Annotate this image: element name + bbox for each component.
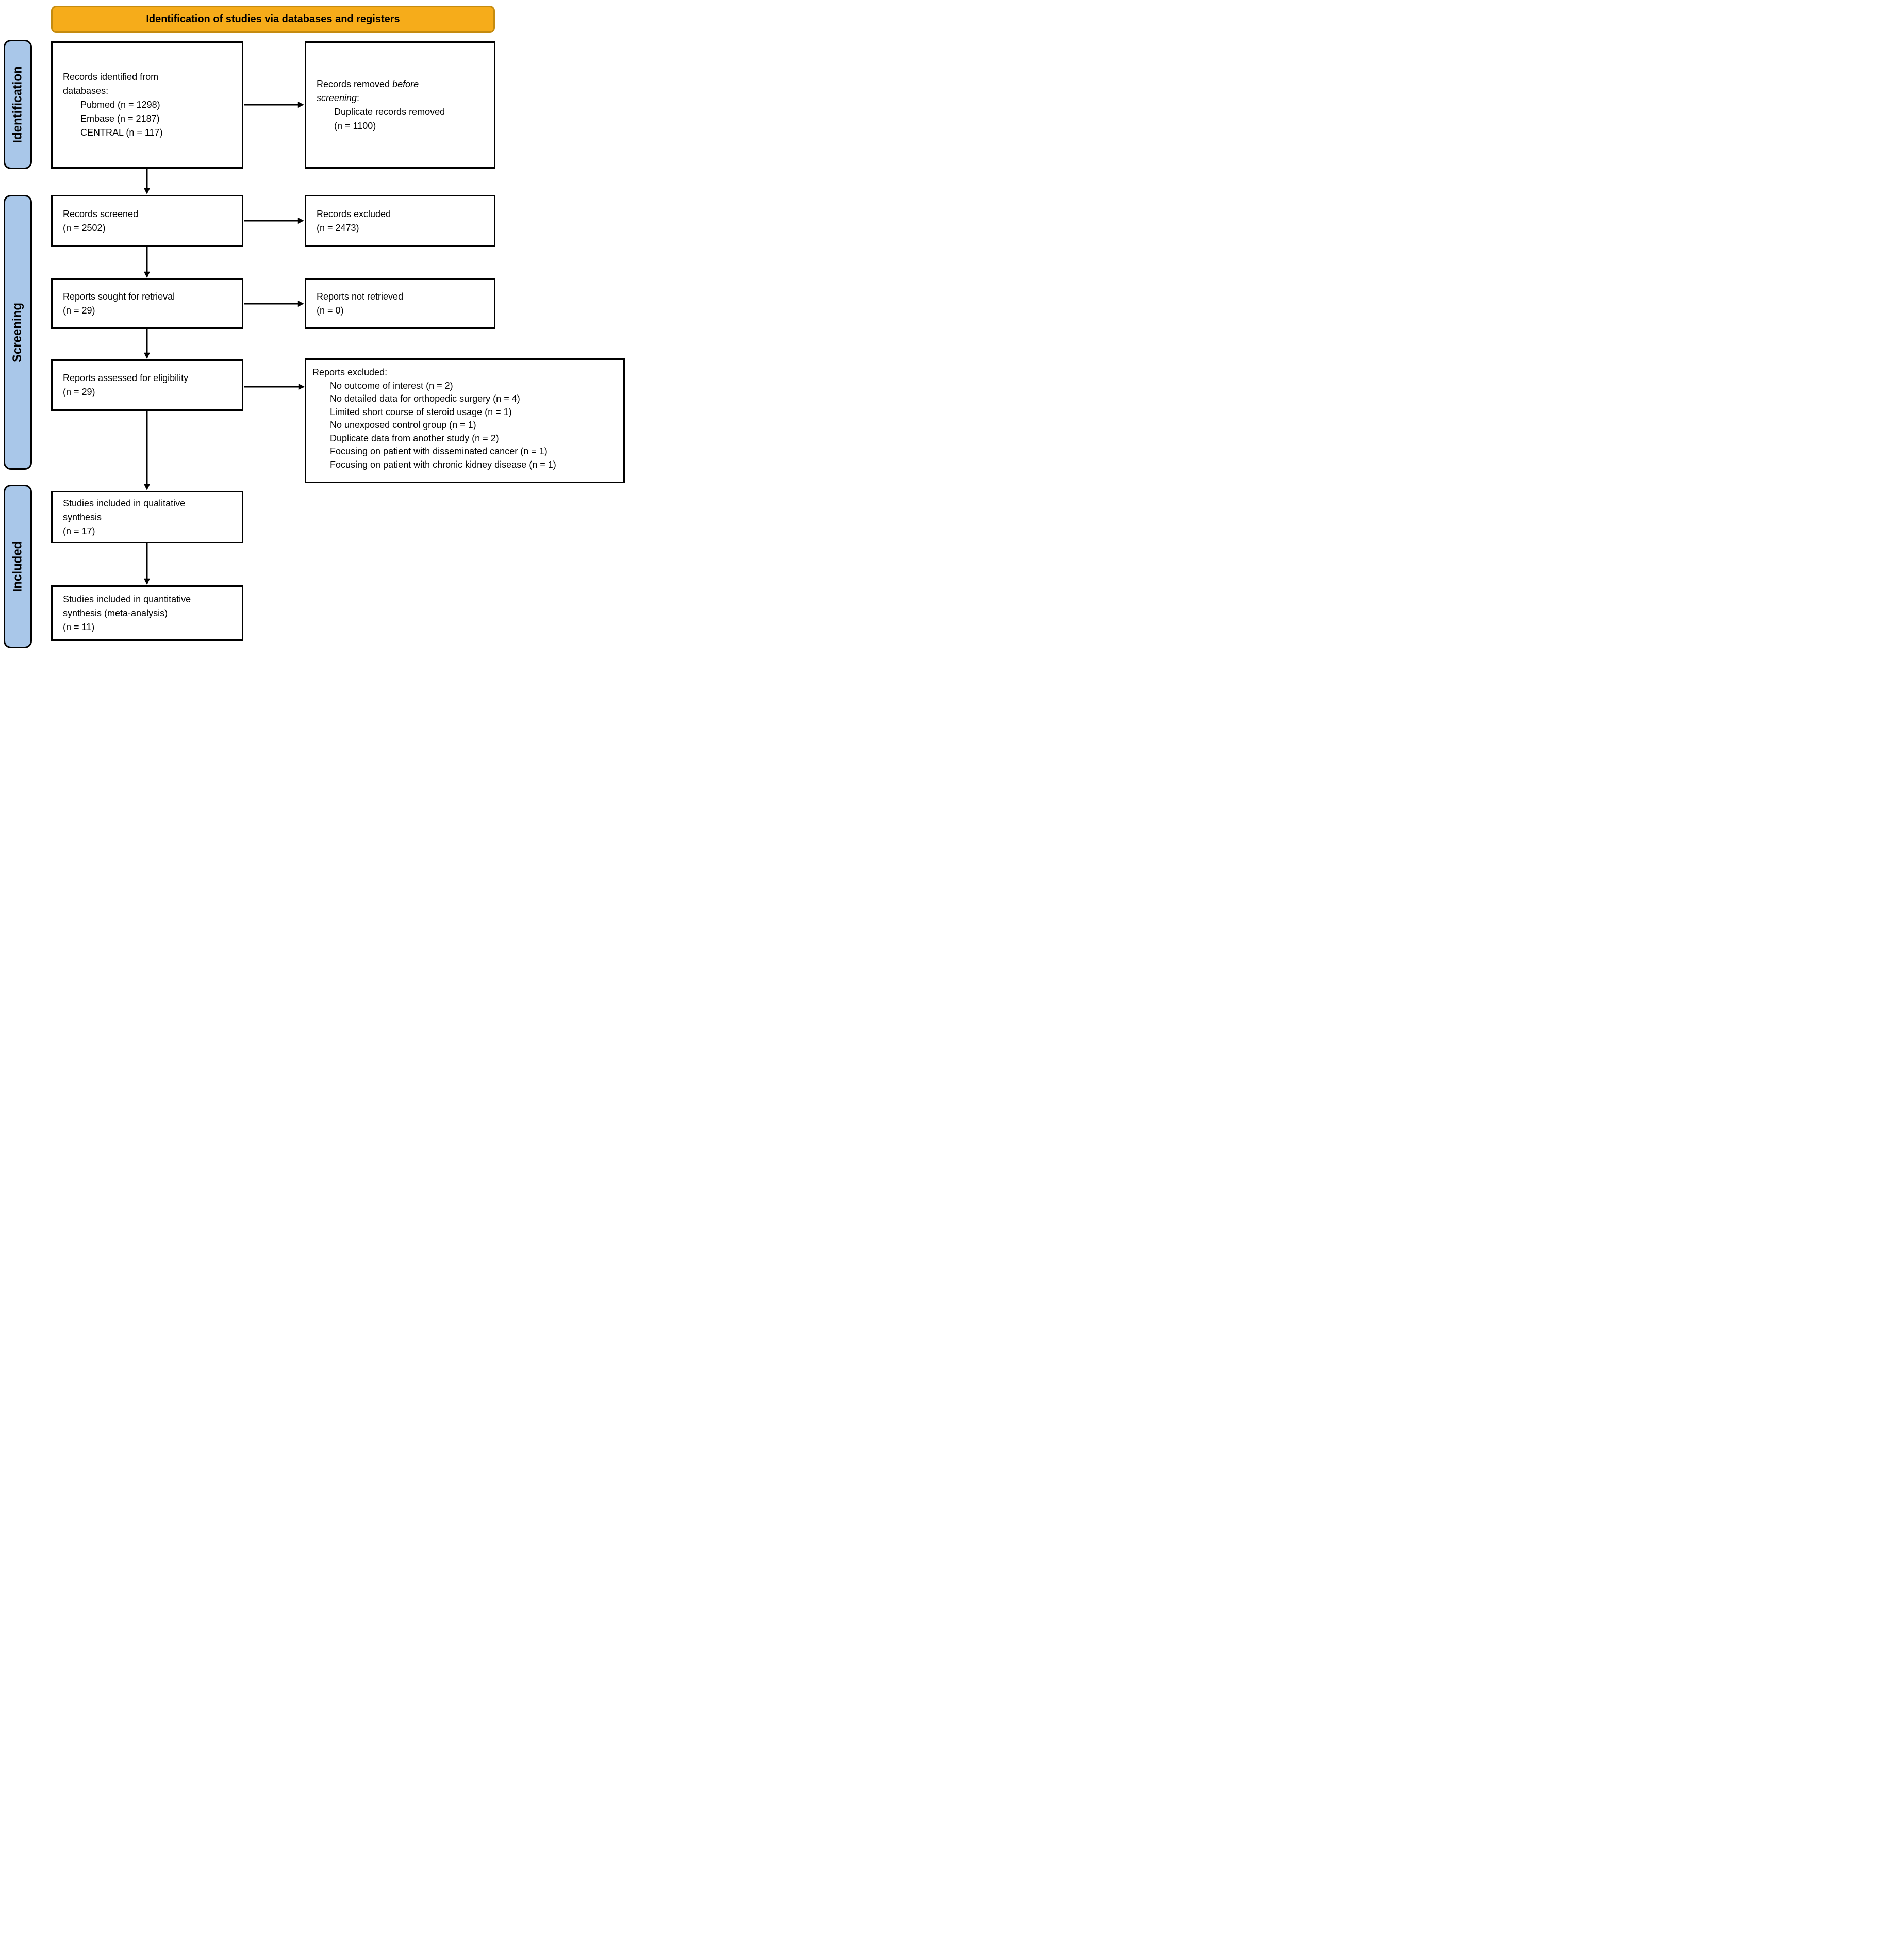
box-reports-assessed-for-eligibility: Reports assessed for eligibility (n = 29)	[51, 359, 243, 411]
box-records-screened: Records screened (n = 2502)	[51, 195, 243, 247]
text-line: (n = 2473)	[317, 222, 359, 233]
stage-label-screening-text: Screening	[10, 302, 25, 363]
text-line: Reports sought for retrieval	[63, 291, 175, 302]
box-reports-excluded-reasons: Reports excluded: No outcome of interest…	[305, 358, 625, 483]
text-line: No detailed data for orthopedic surgery …	[330, 393, 520, 404]
text-line: Reports excluded:	[312, 367, 388, 377]
text-line: synthesis (meta-analysis)	[63, 607, 168, 618]
box-records-removed-before-screening: Records removed before screening: Duplica…	[305, 41, 495, 169]
text-line: Records removed before	[317, 78, 419, 89]
text-line: Pubmed (n = 1298)	[80, 100, 160, 110]
text-line: screening:	[317, 92, 360, 103]
text-line: synthesis	[63, 512, 102, 522]
text-line: Duplicate data from another study (n = 2…	[330, 433, 499, 443]
box-studies-qualitative-text: Studies included in qualitative synthesis…	[63, 497, 238, 538]
diagram-title: Identification of studies via databases …	[51, 6, 495, 33]
text-line: (n = 17)	[63, 525, 95, 536]
box-studies-qualitative-synthesis: Studies included in qualitative synthesis…	[51, 491, 243, 543]
text-line: Studies included in quantitative	[63, 594, 191, 604]
stage-label-identification: Identification	[4, 40, 32, 169]
text-line: No outcome of interest (n = 2)	[330, 380, 453, 391]
box-reports-sought-text: Reports sought for retrieval (n = 29)	[63, 290, 238, 318]
text-line: (n = 2502)	[63, 222, 106, 233]
text-line: Reports not retrieved	[317, 291, 404, 302]
text-line: (n = 29)	[63, 387, 95, 397]
text-line: Focusing on patient with chronic kidney …	[330, 459, 556, 470]
text-line: Limited short course of steroid usage (n…	[330, 406, 512, 417]
box-studies-quantitative-synthesis: Studies included in quantitative synthesi…	[51, 585, 243, 641]
text-line: (n = 1100)	[334, 120, 376, 131]
stage-label-identification-text: Identification	[10, 65, 25, 143]
box-records-identified-text: Records identified from databases:	[63, 70, 238, 98]
text-line: Records excluded	[317, 208, 391, 219]
box-studies-quantitative-text: Studies included in quantitative synthesi…	[63, 592, 238, 634]
prisma-flow-diagram: Identification of studies via databases …	[0, 0, 630, 653]
box-reports-not-retrieved: Reports not retrieved (n = 0)	[305, 278, 495, 329]
text-line: Embase (n = 2187)	[80, 113, 160, 124]
text-line: Records screened	[63, 208, 139, 219]
text-line: Duplicate records removed	[334, 106, 445, 117]
box-reports-assessed-text: Reports assessed for eligibility (n = 29)	[63, 371, 238, 399]
box-records-removed-detail: Duplicate records removed (n = 1100)	[317, 105, 490, 133]
box-reports-not-retrieved-text: Reports not retrieved (n = 0)	[317, 290, 490, 318]
box-records-identified: Records identified from databases: Pubmed…	[51, 41, 243, 169]
text-line: databases:	[63, 86, 109, 96]
text-line: Records identified from	[63, 72, 159, 82]
text-line: (n = 11)	[63, 621, 95, 632]
box-records-excluded: Records excluded (n = 2473)	[305, 195, 495, 247]
text-line: No unexposed control group (n = 1)	[330, 420, 476, 431]
box-reports-sought-for-retrieval: Reports sought for retrieval (n = 29)	[51, 278, 243, 329]
text-line: Reports assessed for eligibility	[63, 373, 189, 383]
stage-label-included: Included	[4, 485, 32, 648]
text-line: CENTRAL (n = 117)	[80, 127, 163, 138]
box-records-excluded-text: Records excluded (n = 2473)	[317, 207, 490, 235]
box-reports-excluded-title: Reports excluded:	[312, 366, 619, 380]
box-reports-excluded-detail: No outcome of interest (n = 2) No detaile…	[312, 380, 619, 472]
box-records-removed-text: Records removed before screening:	[317, 77, 490, 105]
stage-label-screening: Screening	[4, 195, 32, 470]
text-line: (n = 0)	[317, 305, 344, 316]
stage-label-included-text: Included	[10, 541, 25, 592]
box-records-identified-detail: Pubmed (n = 1298) Embase (n = 2187) CENTRA…	[63, 98, 238, 140]
text-line: Focusing on patient with disseminated ca…	[330, 446, 548, 457]
text-line: Studies included in qualitative	[63, 498, 186, 508]
box-records-screened-text: Records screened (n = 2502)	[63, 207, 238, 235]
text-line: (n = 29)	[63, 305, 95, 316]
